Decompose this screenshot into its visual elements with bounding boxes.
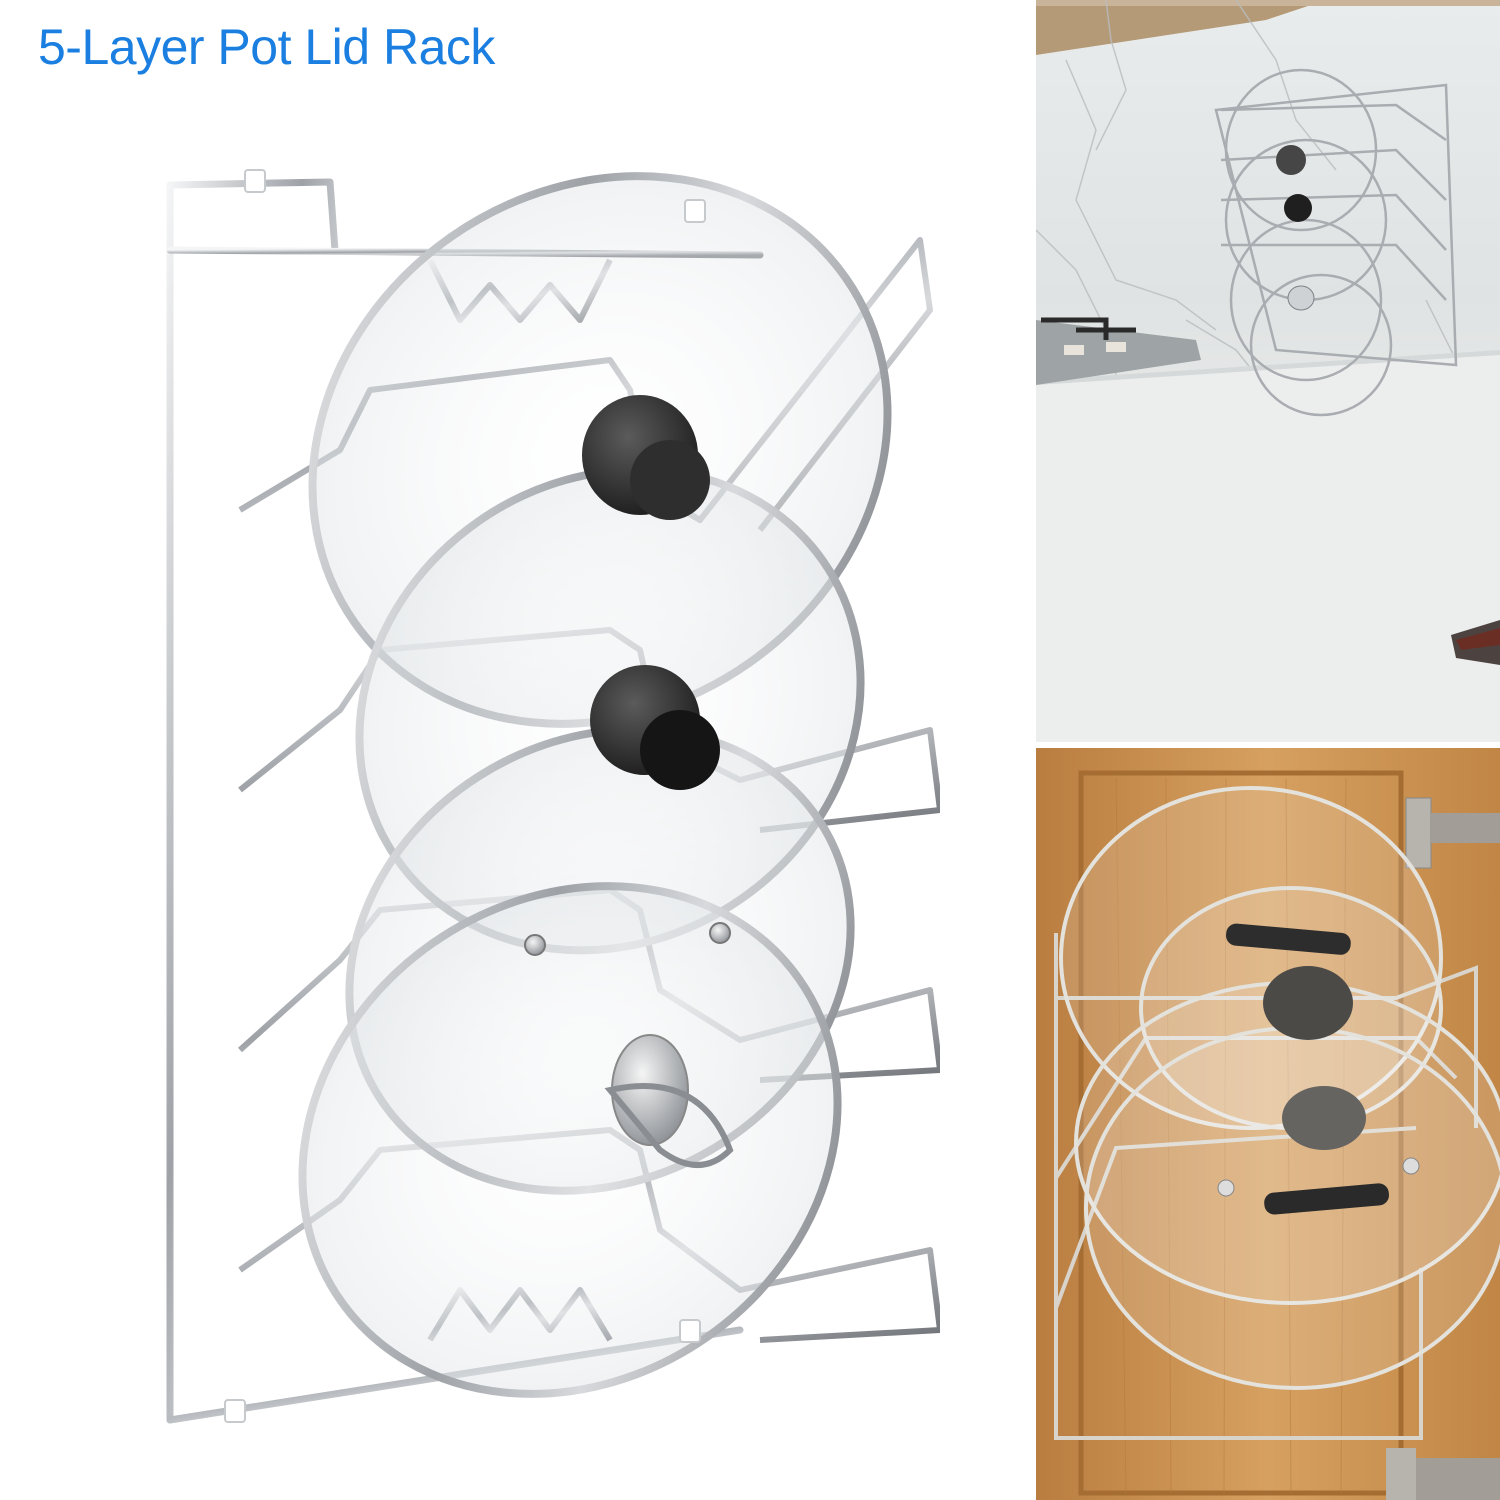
kitchen-backsplash-photo xyxy=(1036,0,1500,742)
black-knob-2 xyxy=(590,665,720,790)
product-title: 5-Layer Pot Lid Rack xyxy=(38,19,495,75)
black-knob-1 xyxy=(582,395,710,520)
panel-divider-horizontal xyxy=(1036,742,1500,748)
pot-lid-rack-illustration xyxy=(166,169,940,1424)
panel-divider-vertical xyxy=(1033,0,1036,1500)
main-product-photo xyxy=(140,90,940,1490)
steel-knob xyxy=(604,1034,734,1168)
cabinet-door-photo xyxy=(1036,748,1500,1500)
